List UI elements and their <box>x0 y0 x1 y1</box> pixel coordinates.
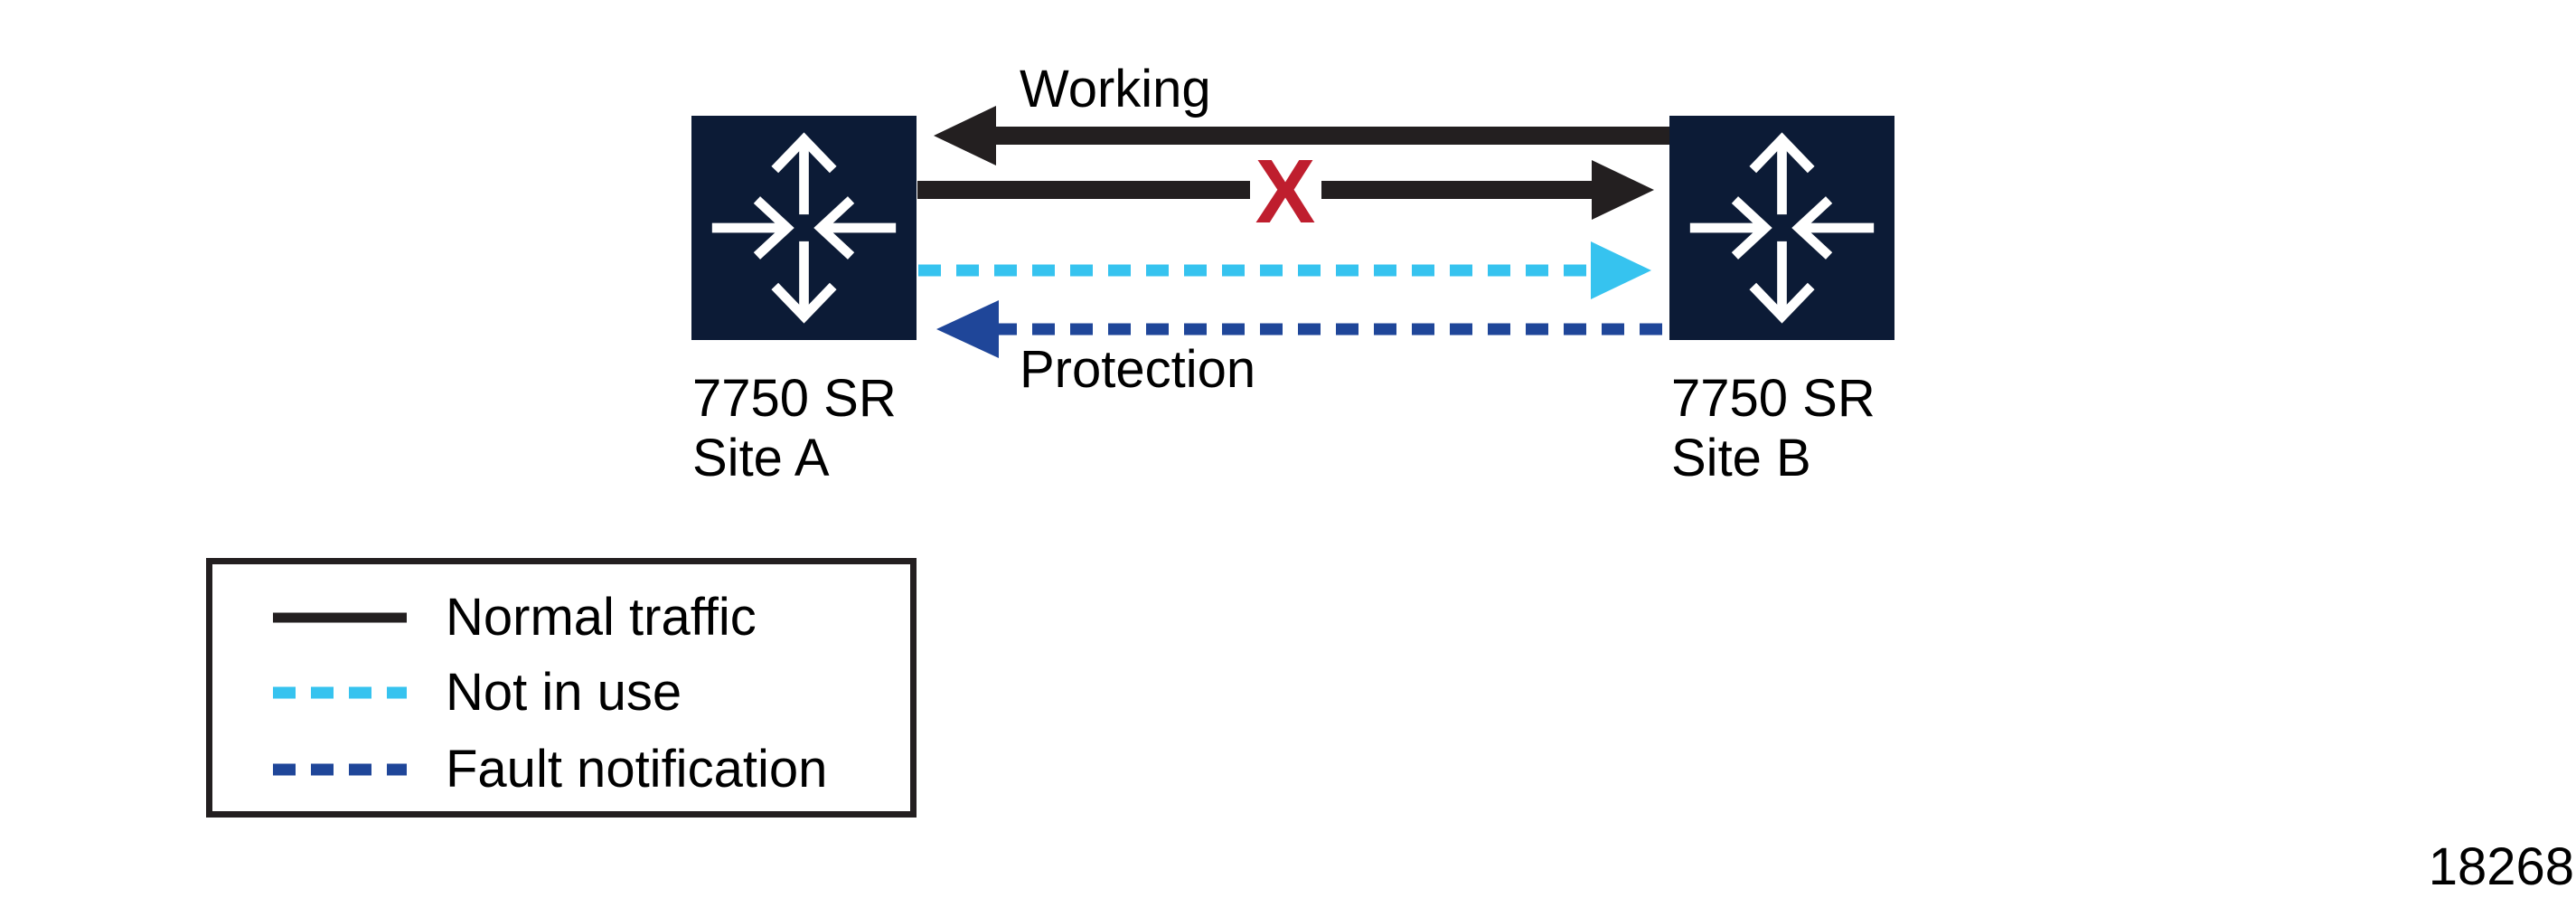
node-label-site-a: 7750 SR Site A <box>692 369 897 488</box>
not-in-use-arrow <box>918 241 1651 299</box>
legend-label: Normal traffic <box>446 588 757 647</box>
protection-arrowhead-icon <box>936 300 999 358</box>
working-label: Working <box>1020 60 1211 118</box>
fault-x-marker: X <box>1255 141 1316 242</box>
dashed-cyan-line-icon <box>273 686 407 699</box>
protection-label: Protection <box>1020 340 1256 399</box>
node-site-a <box>691 116 917 340</box>
legend-label: Fault notification <box>446 740 828 799</box>
dashed-blue-line-icon <box>273 763 407 776</box>
figure-number: 18268 <box>2428 837 2574 896</box>
node-site: Site A <box>692 429 830 487</box>
legend-label: Not in use <box>446 663 682 722</box>
working-arrowhead-icon <box>934 106 996 165</box>
working-arrow <box>934 106 1669 165</box>
failed-arrowhead-icon <box>1592 160 1654 220</box>
failed-arrow: X <box>917 134 1654 250</box>
node-name: 7750 SR <box>692 369 897 428</box>
router-icon <box>1689 132 1875 324</box>
solid-black-line-icon <box>273 612 407 623</box>
legend-box: Normal traffic Not in use Fault notifica… <box>206 558 917 818</box>
protection-arrow <box>936 300 1669 358</box>
node-label-site-b: 7750 SR Site B <box>1671 369 1876 488</box>
not-in-use-arrowhead-icon <box>1591 241 1651 299</box>
router-icon <box>711 132 897 324</box>
node-site-b <box>1669 116 1894 340</box>
node-name: 7750 SR <box>1671 369 1876 428</box>
node-site: Site B <box>1671 429 1811 487</box>
